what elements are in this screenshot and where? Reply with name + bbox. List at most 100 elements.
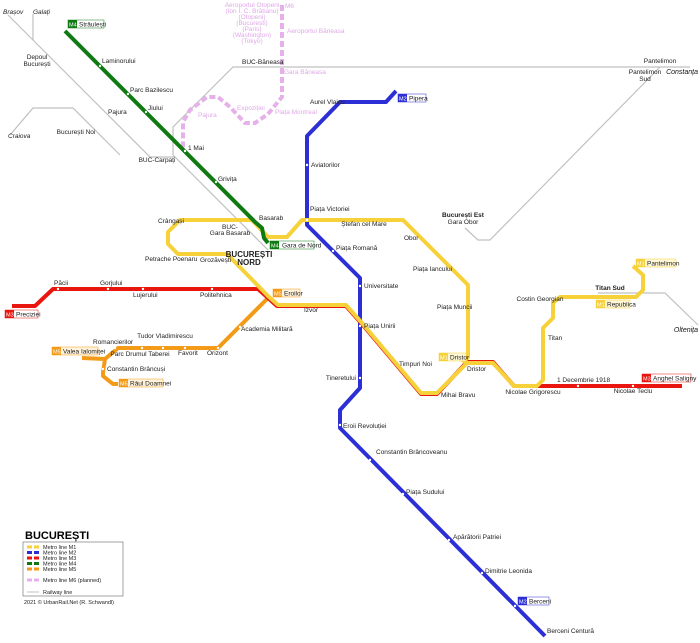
- station-label: Valea Ialomiței: [63, 349, 105, 356]
- m6-badge: M6: [285, 3, 294, 10]
- map-label: Depoul: [27, 54, 48, 61]
- map-label: Pantelimon: [644, 58, 677, 65]
- map-label: București: [23, 61, 50, 68]
- map-label: Metro line M2: [43, 551, 76, 557]
- line-m4: [63, 29, 270, 245]
- map-label: Timpuri Noi: [399, 361, 432, 368]
- map-label: Izvor: [304, 307, 319, 314]
- line-badge: M1: [597, 303, 605, 309]
- map-label: Academia Militară: [241, 326, 293, 333]
- terminus-pipera[interactable]: M2 Pipera: [397, 93, 428, 103]
- oltenita-label: Oltenița: [674, 327, 698, 334]
- constanta-label: Constanța: [666, 69, 698, 76]
- map-label: Pajura: [198, 112, 217, 119]
- line-m1: [166, 218, 645, 395]
- map-label: Grozăvești: [200, 257, 231, 264]
- map-label: Aeroportul Otopeni: [225, 2, 280, 9]
- map-label: Gara Basarab: [210, 230, 251, 237]
- map-label: Craiova: [8, 133, 31, 140]
- map-label: Universitate: [364, 283, 399, 290]
- m3-station-labels: Păcii Gorjului Lujerului Politehnica 1 D…: [54, 280, 653, 395]
- map-label: Politehnica: [200, 292, 232, 299]
- map-label: Pajura: [108, 109, 127, 116]
- line-badge: M3: [643, 377, 651, 383]
- map-label: Aurel Vlaicu: [310, 99, 345, 106]
- map-label: Constantin Brâncoveanu: [376, 449, 448, 456]
- railway-labels: Brașov Galați Depoul București Pajura Cr…: [3, 9, 698, 334]
- terminus-gara-de-nord[interactable]: M4 Gara de Nord: [269, 240, 322, 250]
- map-label: Aviatorilor: [311, 162, 341, 169]
- legend: BUCUREȘTI Metro line M1 Metro line M2 Me…: [22, 530, 124, 606]
- map-label: (Ion I. C. Brătianu): [225, 8, 278, 15]
- map-label: 1 Mai: [188, 145, 204, 152]
- map-label: Piața Iancului: [413, 266, 452, 273]
- map-label: Nicolae Grigorescu: [505, 389, 561, 396]
- line-badge: M5: [53, 350, 61, 356]
- map-label: Piața Montreal: [275, 109, 317, 116]
- map-label: Expoziției: [237, 105, 265, 112]
- map-label: Lujerului: [133, 292, 158, 299]
- terminus-pantelimon[interactable]: M1 Pantelimon: [635, 258, 680, 268]
- map-label: Metro line M4: [43, 562, 76, 568]
- copyright: 2021 © UrbanRail.Net (R. Schwandl): [24, 599, 114, 606]
- station-label: Străulești: [79, 22, 106, 29]
- terminus-valea-ialomitei[interactable]: M5 Valea Ialomiței: [51, 346, 105, 356]
- terminus-raul-doamnei[interactable]: M5 Râul Doamnei: [118, 378, 171, 388]
- map-label: Mihai Bravu: [441, 392, 476, 399]
- terminus-republica[interactable]: M1 Republica: [595, 299, 636, 309]
- line-m5: [81, 296, 270, 386]
- station-label: Berceni: [529, 599, 551, 606]
- map-label: Grivița: [218, 176, 237, 183]
- map-label: Laminorului: [102, 58, 136, 65]
- map-label: Crângași: [158, 218, 184, 225]
- line-badge: M1: [440, 356, 448, 362]
- map-label: 1 Decembrie 1918: [557, 377, 610, 384]
- bucuresti-nord-label: BUCUREȘTI: [226, 250, 273, 259]
- map-label: BUC-: [222, 224, 238, 231]
- map-label: Titan Sud: [595, 285, 625, 292]
- map-label: Ștefan cel Mare: [341, 221, 387, 228]
- map-label: (Paris): [242, 26, 261, 33]
- terminus-preciziei[interactable]: M3 Preciziei: [4, 309, 41, 319]
- map-label: Piața Victoriei: [310, 206, 350, 213]
- line-badge: M3: [6, 313, 14, 319]
- station-label: Pipera: [409, 96, 428, 103]
- terminus-eroilor[interactable]: M5 Eroilor: [272, 288, 304, 298]
- map-label: Păcii: [54, 280, 68, 287]
- map-label: Eroii Revoluției: [343, 423, 386, 430]
- map-label: Berceni Centură: [547, 628, 594, 635]
- map-label: Parc Drumul Taberei: [110, 351, 169, 358]
- station-label: Pantelimon: [647, 261, 680, 268]
- line-badge: M5: [120, 382, 128, 388]
- map-label: Obor: [404, 235, 419, 242]
- m5-station-labels: Academia Militară Orizont Favorit Tudor …: [93, 326, 293, 373]
- station-label: Dristor: [450, 355, 470, 362]
- terminus-berceni[interactable]: M2 Berceni: [517, 596, 551, 606]
- map-label: Piața Unirii: [364, 323, 395, 330]
- station-label: Râul Doamnei: [130, 381, 171, 388]
- map-label: Piața Muncii: [437, 304, 472, 311]
- station-label: Eroilor: [284, 291, 304, 298]
- map-label: Pantelimon: [629, 69, 662, 76]
- map-label: Apărătorii Patriei: [453, 534, 501, 541]
- station-label: Preciziei: [16, 312, 41, 319]
- line-badge: M4: [69, 23, 77, 29]
- m1-station-labels: Crângași Ștefan cel Mare Obor Piața Ianc…: [145, 218, 564, 399]
- m2-station-labels: Aurel Vlaicu Aviatorilor Piața Victoriei…: [310, 99, 594, 635]
- terminus-straulesti[interactable]: M4 Străulești: [67, 19, 106, 29]
- terminus-dristor[interactable]: M1 Dristor: [438, 352, 470, 362]
- map-label: Brașov: [3, 9, 24, 16]
- map-label: Gara Obor: [448, 219, 480, 226]
- m6-station-labels: Aeroportul Otopeni (Ion I. C. Brătianu) …: [198, 2, 345, 119]
- map-label: Jiului: [148, 105, 163, 112]
- map-label: (Tokyo): [241, 38, 262, 45]
- terminus-anghel-saligny[interactable]: M3 Anghel Saligny: [641, 373, 697, 383]
- map-label: (Otopeni): [238, 14, 265, 21]
- line-badge: M4: [271, 244, 279, 250]
- map-label: Favorit: [178, 350, 198, 357]
- station-label: Gara de Nord: [282, 243, 322, 250]
- map-label: Basarab: [259, 215, 284, 222]
- map-label: Sud: [639, 76, 651, 83]
- map-label: Costin Georgian: [517, 296, 564, 303]
